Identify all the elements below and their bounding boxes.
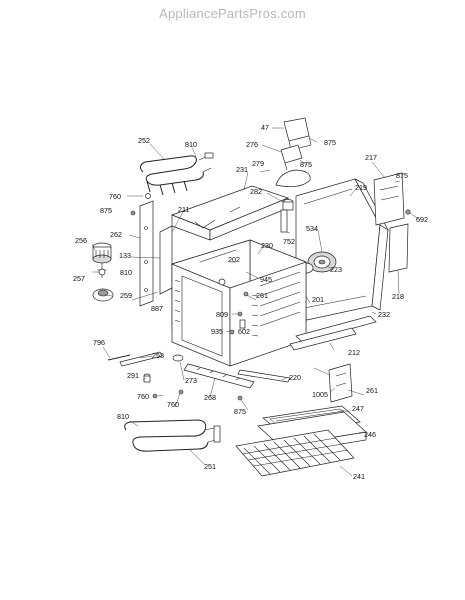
part-label-935: 935 <box>211 327 223 336</box>
screw-935[interactable] <box>229 329 235 335</box>
side-panel-262[interactable] <box>139 200 154 307</box>
part-label-1005: 1005 <box>312 390 328 399</box>
cavity-insulation-202[interactable] <box>199 249 237 263</box>
part-label-268: 268 <box>204 393 216 402</box>
screw-692[interactable] <box>405 209 411 215</box>
part-label-887: 887 <box>151 304 163 313</box>
leader-lines <box>91 127 421 477</box>
part-label-211: 211 <box>178 205 189 214</box>
part-label-276: 276 <box>246 140 258 149</box>
part-label-752: 752 <box>283 237 295 246</box>
part-label-230: 230 <box>261 241 273 250</box>
part-label-219: 219 <box>355 183 367 192</box>
part-label-202: 202 <box>228 255 240 264</box>
part-label-252: 252 <box>138 136 150 145</box>
part-label-810-a: 810 <box>185 140 197 149</box>
part-label-261-a: 261 <box>256 291 268 300</box>
vent-duct-47[interactable] <box>283 117 312 151</box>
part-label-810-c: 810 <box>117 412 129 421</box>
part-label-212: 212 <box>348 348 360 357</box>
part-label-602: 602 <box>238 327 250 336</box>
wire-796[interactable] <box>107 354 131 361</box>
part-label-232: 232 <box>378 310 390 319</box>
light-socket-945[interactable] <box>218 278 226 286</box>
thermostat-256[interactable] <box>92 242 112 264</box>
part-label-256: 256 <box>75 236 87 245</box>
part-label-875-b: 875 <box>324 138 336 147</box>
part-label-257: 257 <box>73 274 85 283</box>
bracket-217[interactable] <box>373 172 405 226</box>
part-label-810-b: 810 <box>120 268 132 277</box>
part-label-291: 291 <box>127 371 139 380</box>
vent-tube-282[interactable] <box>282 199 294 211</box>
oven-cavity-201[interactable] <box>170 239 308 367</box>
part-label-875-a: 875 <box>100 206 112 215</box>
part-label-259: 259 <box>120 291 132 300</box>
part-label-201: 201 <box>312 295 324 304</box>
part-label-809: 809 <box>216 310 228 319</box>
screw-760-c[interactable] <box>178 389 184 395</box>
vent-baffle-276[interactable] <box>280 144 303 171</box>
broil-element-252[interactable] <box>139 152 214 196</box>
spacer-291[interactable] <box>143 373 151 383</box>
part-label-261-b: 261 <box>366 386 378 395</box>
part-label-875-c: 875 <box>300 160 312 169</box>
part-label-875-d: 875 <box>396 171 408 180</box>
latch-1005[interactable] <box>328 363 353 403</box>
part-label-945: 945 <box>260 275 272 284</box>
vent-rail-268[interactable] <box>183 363 255 389</box>
oven-top-cover-231[interactable] <box>171 185 290 241</box>
clip-602[interactable] <box>239 319 246 329</box>
part-label-282: 282 <box>250 187 262 196</box>
screw-875-a[interactable] <box>130 210 136 216</box>
part-label-218: 218 <box>392 292 404 301</box>
part-label-253: 253 <box>152 351 164 360</box>
part-label-534: 534 <box>306 224 318 233</box>
part-label-246: 246 <box>364 430 376 439</box>
part-label-231: 231 <box>236 165 248 174</box>
part-label-241: 241 <box>353 472 365 481</box>
spacer-752[interactable] <box>280 209 288 233</box>
part-label-247: 247 <box>352 404 364 413</box>
part-label-692: 692 <box>416 215 428 224</box>
part-label-796: 796 <box>93 338 105 347</box>
bake-element-251[interactable] <box>124 419 221 452</box>
bottom-shield-232[interactable] <box>295 315 377 343</box>
part-label-251: 251 <box>204 462 216 471</box>
part-label-760-b: 760 <box>137 392 149 401</box>
part-label-875-e: 875 <box>234 407 246 416</box>
rear-panel-219[interactable] <box>295 178 389 321</box>
oven-rack-241[interactable] <box>235 429 355 477</box>
part-label-760-c: 760 <box>167 400 179 409</box>
part-label-217: 217 <box>365 153 377 162</box>
screw-809[interactable] <box>237 311 243 317</box>
part-label-47: 47 <box>261 123 269 132</box>
clip-257[interactable] <box>97 263 107 278</box>
watermark-text: AppliancePartsPros.com <box>159 6 306 21</box>
part-label-220: 220 <box>289 373 301 382</box>
part-label-223: 223 <box>330 265 342 274</box>
part-label-273: 273 <box>185 376 197 385</box>
grommet-273[interactable] <box>172 354 184 362</box>
knob-259[interactable] <box>92 288 114 302</box>
part-label-262: 262 <box>110 230 122 239</box>
screw-760[interactable] <box>145 193 151 199</box>
screw-875-e[interactable] <box>237 395 243 401</box>
part-label-760-a: 760 <box>109 192 121 201</box>
part-labels: 252 810 760 875 211 262 133 256 810 257 … <box>73 123 428 481</box>
part-label-133: 133 <box>119 251 131 260</box>
vent-cover-279[interactable] <box>275 169 311 187</box>
rear-cover-218[interactable] <box>388 223 409 273</box>
front-trim-212[interactable] <box>289 327 357 351</box>
bracket-253[interactable] <box>119 351 163 367</box>
front-strip-220[interactable] <box>237 369 291 383</box>
part-label-279: 279 <box>252 159 264 168</box>
screw-760-b[interactable] <box>152 393 158 399</box>
bracket-211[interactable] <box>159 225 173 295</box>
